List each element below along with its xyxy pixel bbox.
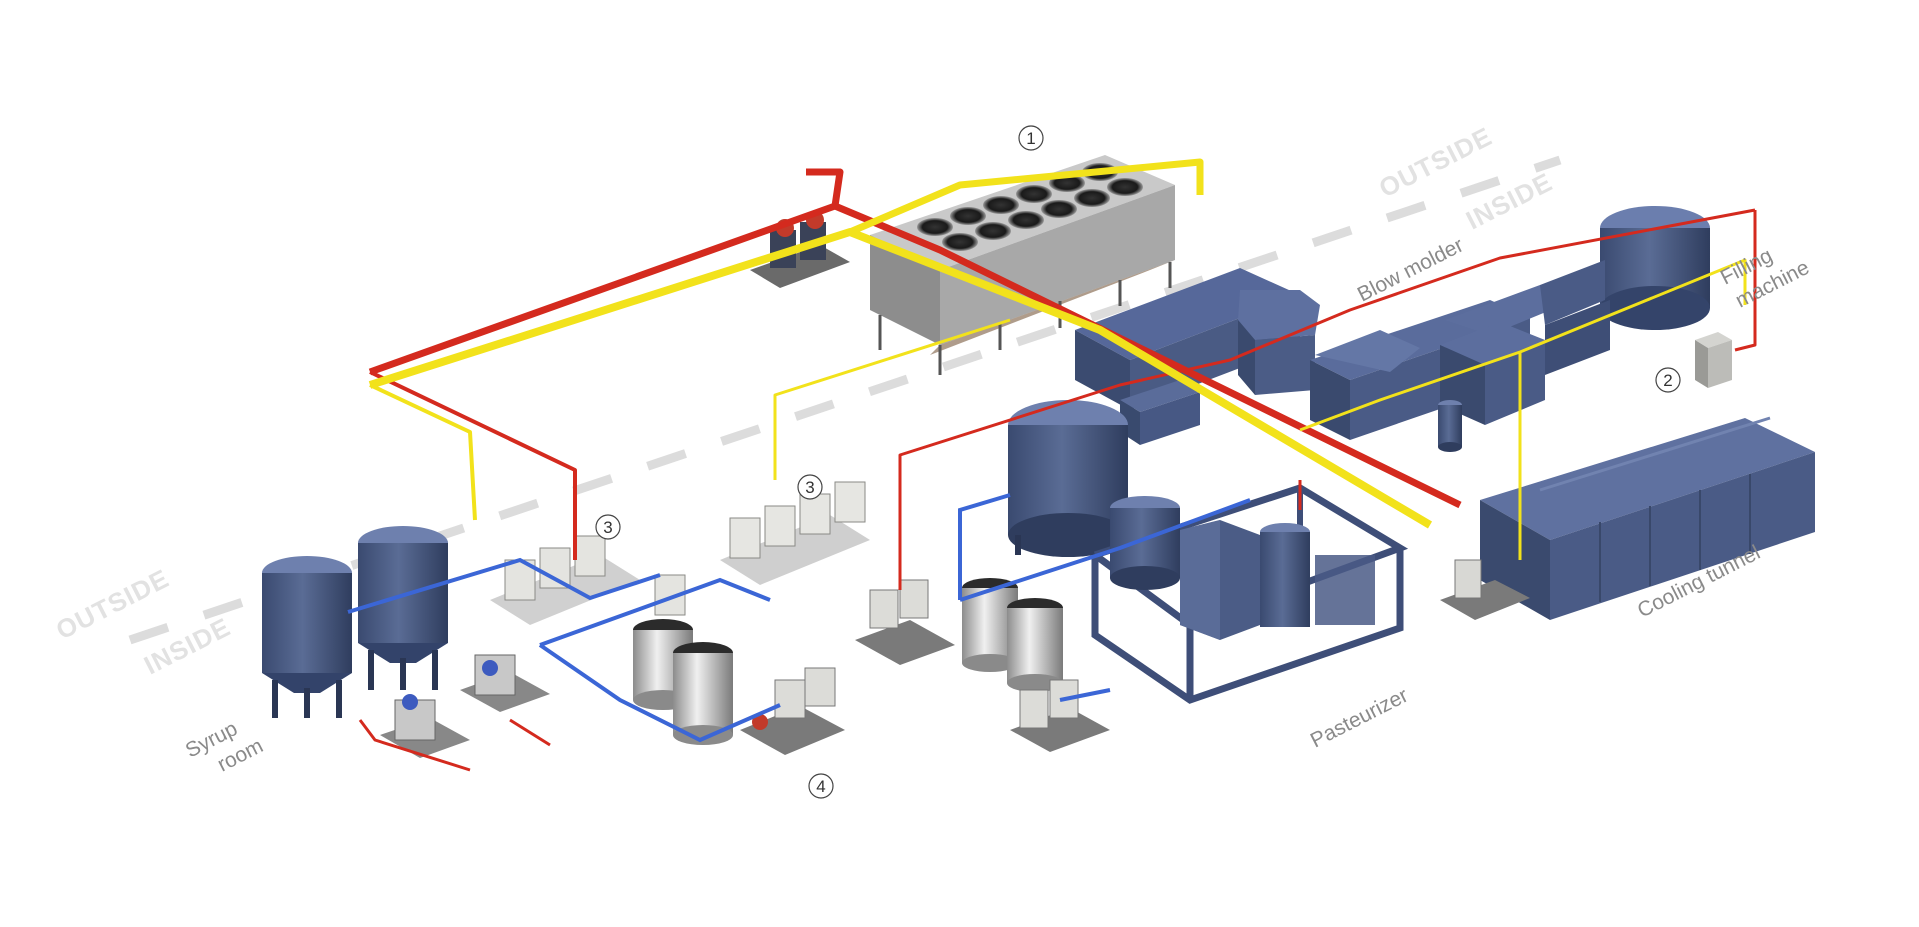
tunnel-pump-skid: [1440, 559, 1530, 620]
filling-machine-line: [1310, 206, 1710, 452]
cooling-tower: [870, 155, 1175, 375]
stainless-tank-4: [1007, 598, 1063, 692]
syrup-skid-1: [380, 694, 470, 758]
pump-skid-4: [740, 667, 845, 755]
svg-text:3: 3: [805, 478, 814, 497]
stainless-tank-2: [673, 642, 733, 745]
zone-inside-left: INSIDE: [139, 612, 235, 681]
syrup-skid-2: [460, 654, 550, 712]
cooling-tunnel: [1480, 416, 1815, 620]
compressor-skid-3a: [490, 535, 686, 625]
yellow-piping: [368, 158, 1747, 560]
svg-text:3: 3: [603, 518, 612, 537]
control-cabinet-2: [1695, 332, 1732, 388]
marker-2: 2: [1655, 367, 1681, 393]
marker-1: 1: [1018, 125, 1044, 151]
pump-skid-middle: [855, 579, 955, 665]
compressor-skid-3b: [720, 481, 870, 585]
pump-skid-right: [1010, 679, 1110, 752]
marker-3-left: 3: [595, 514, 621, 540]
pasteurizer: [1091, 484, 1409, 704]
blow-molder: [1075, 268, 1320, 445]
blue-piping: [347, 493, 1251, 743]
svg-text:4: 4: [816, 777, 825, 796]
marker-4: 4: [808, 773, 834, 799]
marker-3-middle: 3: [797, 474, 823, 500]
zone-inside-right: INSIDE: [1461, 167, 1557, 236]
svg-text:2: 2: [1663, 371, 1672, 390]
svg-text:1: 1: [1026, 129, 1035, 148]
syrup-tank-2: [358, 526, 448, 690]
label-blow-molder: Blow molder: [1354, 234, 1467, 307]
syrup-tank-1: [262, 556, 352, 718]
label-pasteurizer: Pasteurizer: [1307, 684, 1412, 753]
